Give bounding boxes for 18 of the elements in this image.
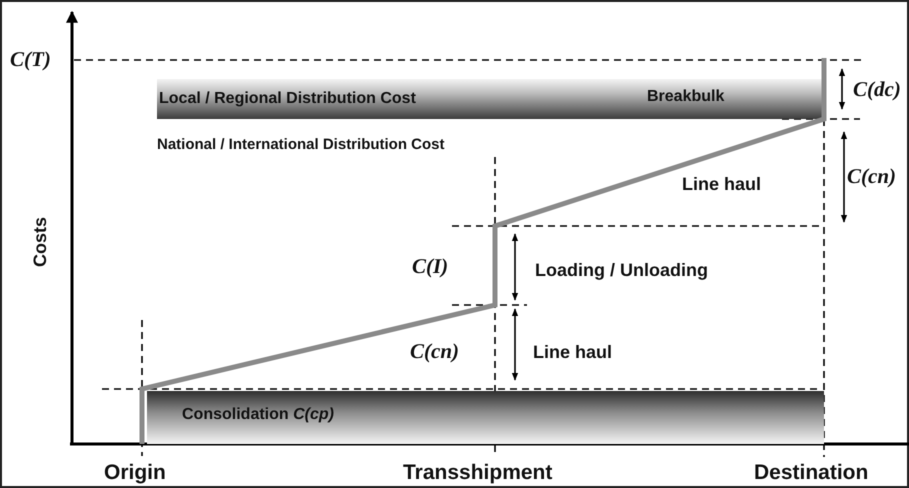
axis-title: Costs	[31, 217, 49, 267]
segment-label: Loading / Unloading	[535, 261, 708, 279]
cost-label: National / International Distribution Cost	[157, 137, 445, 152]
axis-tick-label: Origin	[104, 462, 166, 483]
segment-label: Line haul	[533, 343, 612, 361]
cost-symbol: C(dc)	[853, 79, 901, 100]
cost-symbol: C(cn)	[847, 166, 896, 187]
cost-band	[157, 79, 824, 119]
axis-value-label: C(T)	[10, 49, 51, 70]
cost-symbol: C(cn)	[410, 341, 459, 362]
segment-label: Line haul	[682, 175, 762, 193]
cost-band	[147, 391, 824, 444]
cost-symbol: C(I)	[412, 256, 448, 277]
band-label: Local / Regional Distribution Cost	[159, 91, 416, 107]
axis-tick-label: Destination	[754, 462, 868, 483]
axis-tick-label: Transshipment	[403, 462, 552, 483]
band-label: Breakbulk	[647, 89, 724, 105]
band-label: Consolidation C(cp)	[182, 407, 334, 423]
